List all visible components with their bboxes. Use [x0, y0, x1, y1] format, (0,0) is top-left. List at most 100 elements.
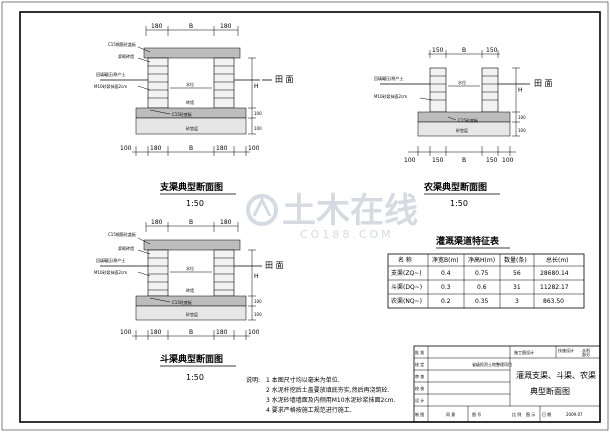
svg-text:农渠(NQ~): 农渠(NQ~): [391, 297, 422, 305]
svg-text:图 号: 图 号: [472, 411, 481, 417]
svg-text:净高H(m): 净高H(m): [468, 256, 495, 264]
svg-text:H: H: [254, 83, 259, 90]
table-header: 名 称 净宽B(m) 净高H(m) 数量(条) 总长(m): [398, 256, 569, 264]
svg-text:100: 100: [518, 115, 526, 120]
svg-text:水位: 水位: [186, 265, 194, 271]
svg-text:M10砂浆抹面2cm: M10砂浆抹面2cm: [94, 269, 127, 275]
svg-text:150: 150: [486, 47, 498, 54]
svg-text:100: 100: [254, 299, 262, 304]
svg-text:田 面: 田 面: [265, 261, 284, 270]
svg-text:31: 31: [513, 284, 521, 291]
title-block: 批 准 核 定 审 查 校 核 设 计 制 图 省级投资土地整理项目 技施设计 …: [413, 345, 601, 423]
svg-text:日 期: 日 期: [542, 411, 551, 417]
table-row: 农渠(NQ~) 0.2 0.35 3 863.50: [391, 297, 564, 305]
svg-text:100: 100: [502, 157, 514, 164]
bucket-scale: 1:50: [186, 373, 204, 382]
svg-text:28680.14: 28680.14: [540, 270, 569, 277]
svg-text:浆砌砖墙: 浆砌砖墙: [118, 245, 134, 251]
svg-text:56: 56: [513, 270, 521, 277]
table-row: 斗渠(DQ~) 0.3 0.6 31 11282.17: [391, 283, 569, 291]
svg-text:B: B: [189, 23, 193, 30]
svg-text:数量(条): 数量(条): [504, 256, 527, 264]
svg-text:C15钢筋砼盖板: C15钢筋砼盖板: [108, 231, 136, 237]
svg-text:0.2: 0.2: [441, 298, 451, 305]
note-item: 4 要求严格按施工规范进行施工.: [266, 406, 352, 414]
svg-text:180: 180: [216, 145, 228, 152]
svg-text:0.6: 0.6: [477, 284, 487, 291]
bucket-dims-bottom: 100 180 B 180 100: [120, 329, 260, 340]
svg-text:施工图设计: 施工图设计: [514, 349, 534, 355]
farm-sand-layer: [417, 121, 511, 137]
svg-text:C15砼底板: C15砼底板: [172, 299, 192, 305]
branch-right-wall: [213, 57, 235, 109]
svg-text:180: 180: [150, 329, 162, 336]
note-item: 2 水泥杆挖后土盖要放填底夯实,然后再浇筑砼.: [266, 386, 390, 394]
svg-text:100: 100: [254, 126, 262, 131]
svg-text:核 定: 核 定: [415, 361, 424, 367]
svg-text:总长(m): 总长(m): [546, 256, 569, 264]
notes-header: 说明:: [246, 376, 260, 384]
svg-text:同 意: 同 意: [446, 411, 455, 417]
branch-left-wall: [147, 57, 169, 109]
svg-text:B: B: [462, 47, 466, 54]
branch-sand-layer: [135, 117, 247, 135]
svg-text:名 称: 名 称: [398, 256, 412, 264]
svg-text:M10砂浆抹面2cm: M10砂浆抹面2cm: [94, 83, 127, 89]
svg-text:H: H: [518, 87, 523, 94]
svg-text:砖墙: 砖墙: [186, 287, 194, 293]
bucket-left-wall: [147, 249, 169, 297]
branch-canal-drawing: 180 B 180 水位 田 面 C15钢筋砼盖板: [94, 23, 294, 208]
bucket-sand-layer: [135, 305, 247, 321]
svg-text:C15钢筋砼盖板: C15钢筋砼盖板: [108, 41, 136, 47]
branch-dims-bottom: 100 180 B 180 100: [120, 145, 260, 156]
bucket-canal-drawing: 180 B 180 水位 田 面 C15钢筋砼盖板 浆砌砖墙 回填碾压/原产土: [94, 219, 284, 382]
svg-text:180: 180: [150, 145, 162, 152]
svg-text:180: 180: [220, 23, 232, 30]
svg-text:砂垫层: 砂垫层: [186, 125, 198, 131]
svg-text:B: B: [189, 145, 193, 152]
bucket-right-wall: [213, 249, 235, 297]
svg-text:0.3: 0.3: [441, 284, 451, 291]
svg-text:制 图: 制 图: [415, 411, 424, 417]
branch-dims-height: H 100 100: [248, 57, 262, 135]
svg-text:校 核: 校 核: [415, 385, 424, 391]
farm-title: 农渠典型断面图: [423, 181, 487, 193]
note-item: 3 水泥砂墙墙面及内侧用M10水泥砂浆抹面2cm.: [266, 396, 395, 404]
svg-text:150: 150: [486, 157, 498, 164]
bucket-cover-slab: [143, 239, 241, 251]
svg-text:150: 150: [432, 47, 444, 54]
svg-text:田 面: 田 面: [275, 75, 294, 84]
canal-characteristics-table: 灌溉渠道特征表 名 称 净宽B(m) 净高H(m) 数量(条) 总长(m) 支渠…: [387, 235, 585, 309]
notes: 说明: 1 本图尺寸均以毫米为单位. 2 水泥杆挖后土盖要放填底夯实,然后再浇筑…: [246, 376, 395, 414]
inner-border: [19, 11, 601, 423]
svg-text:砂垫层: 砂垫层: [456, 127, 468, 133]
svg-text:100: 100: [120, 145, 132, 152]
branch-labels: C15钢筋砼盖板 浆砌砖墙 回填碾压/原产土 M10砂浆抹面2cm 砖墙 C15…: [94, 41, 198, 131]
svg-text:B: B: [462, 157, 466, 164]
svg-text:100: 100: [248, 145, 260, 152]
watermark: 土木在线 CO188.COM: [246, 191, 418, 241]
farm-dims-bottom: 100 150 B 150 100: [404, 146, 516, 164]
farm-labels: 回填碾压/原产土 M10砂浆抹面2cm C15砼底板 砂垫层: [374, 75, 478, 133]
svg-text:100: 100: [254, 111, 262, 116]
svg-text:审 查: 审 查: [415, 373, 424, 379]
note-item: 1 本图尺寸均以毫米为单位.: [266, 376, 340, 384]
drawing-title-line-2: 典型断面图: [530, 386, 570, 396]
svg-text:H: H: [254, 273, 259, 280]
svg-text:水位: 水位: [458, 79, 466, 85]
svg-text:100: 100: [120, 329, 132, 336]
svg-text:回填碾压/原产土: 回填碾压/原产土: [374, 75, 403, 81]
table-title: 灌溉渠道特征表: [436, 235, 500, 247]
project-name: 省级投资土地整理项目: [472, 361, 512, 367]
svg-text:支渠(ZQ~): 支渠(ZQ~): [391, 269, 422, 277]
bucket-title: 斗渠典型断面图: [160, 353, 223, 365]
branch-scale: 1:50: [186, 199, 204, 208]
svg-text:浆砌砖墙: 浆砌砖墙: [118, 53, 134, 59]
svg-text:技施设计: 技施设计: [558, 347, 574, 353]
svg-text:砖墙: 砖墙: [186, 99, 194, 105]
svg-text:11282.17: 11282.17: [540, 284, 569, 291]
svg-text:C15砼底板: C15砼底板: [458, 117, 478, 123]
svg-text:100: 100: [254, 312, 262, 317]
